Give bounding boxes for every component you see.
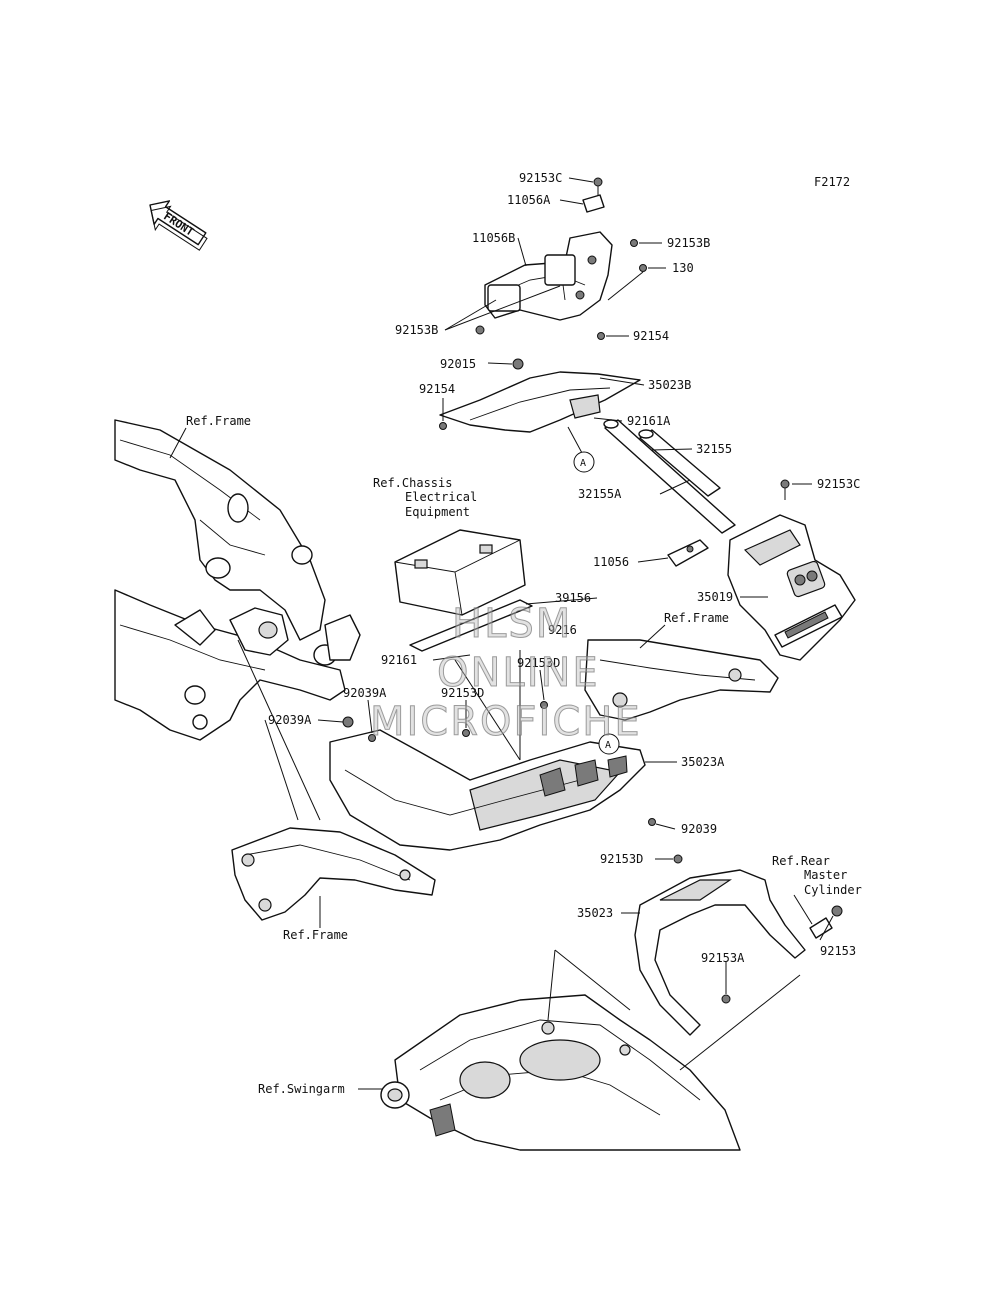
frame-upper-left: [114, 419, 361, 741]
label-130: 130: [672, 261, 694, 275]
label-11056B: 11056B: [472, 231, 515, 245]
ref-rear-line2: Master: [804, 868, 847, 882]
label-35023B: 35023B: [648, 378, 691, 392]
label-35023A: 35023A: [681, 755, 725, 769]
part-labels: 92153C 11056A 11056B 92153B 130 92153B 9…: [268, 171, 860, 965]
taillight-35019: [727, 514, 856, 661]
label-92153D-left: 92153D: [441, 686, 484, 700]
ref-rear-line1: Ref.Rear: [772, 854, 830, 868]
watermark-line3: MICROFICHE: [370, 699, 642, 745]
label-9216: 9216: [548, 623, 577, 637]
label-92015: 92015: [440, 357, 476, 371]
ref-labels: Ref.Frame Ref.Chassis Electrical Equipme…: [186, 414, 862, 1096]
ref-frame-top: Ref.Frame: [186, 414, 251, 428]
watermark-line1: HLSM: [452, 601, 572, 647]
ref-frame-right: Ref.Frame: [664, 611, 729, 625]
frame-lower-left: [231, 827, 436, 921]
bracket-35023: [634, 869, 806, 1036]
label-11056: 11056: [593, 555, 629, 569]
label-39156: 39156: [555, 591, 591, 605]
plate-39156: [409, 599, 533, 652]
label-92154-right: 92154: [633, 329, 669, 343]
label-32155A: 32155A: [578, 487, 622, 501]
bracket-11056B: [484, 231, 613, 321]
ref-chassis-line1: Ref.Chassis: [373, 476, 452, 490]
front-arrow-icon: FRONT: [149, 200, 208, 251]
label-92153B-right: 92153B: [667, 236, 710, 250]
undertray-35023A: [329, 729, 646, 851]
label-92039A-top: 92039A: [343, 686, 387, 700]
ref-chassis-line2: Electrical: [405, 490, 477, 504]
label-92161: 92161: [381, 653, 417, 667]
label-92154-left: 92154: [419, 382, 455, 396]
frame-right: [584, 639, 779, 721]
cover-35023B: [439, 371, 641, 433]
battery: [394, 529, 526, 616]
label-92161A: 92161A: [627, 414, 671, 428]
svg-text:A: A: [580, 458, 586, 469]
watermark-line2: ONLINE: [437, 650, 600, 696]
label-92153A: 92153A: [701, 951, 745, 965]
swingarm: [380, 994, 741, 1151]
label-92153D-mid: 92153D: [517, 656, 560, 670]
label-92039: 92039: [681, 822, 717, 836]
callout-a-lower: A: [598, 733, 620, 755]
label-92153C-right: 92153C: [817, 477, 860, 491]
leader-lines: [169, 177, 834, 1090]
label-92039A-left: 92039A: [268, 713, 312, 727]
svg-text:A: A: [605, 740, 611, 751]
label-92153: 92153: [820, 944, 856, 958]
label-92153B-left: 92153B: [395, 323, 438, 337]
watermark: HLSM ONLINE MICROFICHE: [370, 601, 642, 746]
ref-frame-bottom: Ref.Frame: [283, 928, 348, 942]
label-92153D-bottom: 92153D: [600, 852, 643, 866]
label-11056A: 11056A: [507, 193, 551, 207]
label-32155: 32155: [696, 442, 732, 456]
label-35019: 35019: [697, 590, 733, 604]
label-92153C-top: 92153C: [519, 171, 562, 185]
fasteners: [342, 177, 843, 1004]
ref-rear-line3: Cylinder: [804, 883, 862, 897]
ref-chassis-line3: Equipment: [405, 505, 470, 519]
callout-a-upper: A: [573, 451, 595, 473]
tube-32155: [603, 419, 736, 534]
figure-id: F2172: [814, 175, 850, 189]
ref-swingarm: Ref.Swingarm: [258, 1082, 345, 1096]
bracket-11056: [667, 539, 709, 567]
label-35023: 35023: [577, 906, 613, 920]
